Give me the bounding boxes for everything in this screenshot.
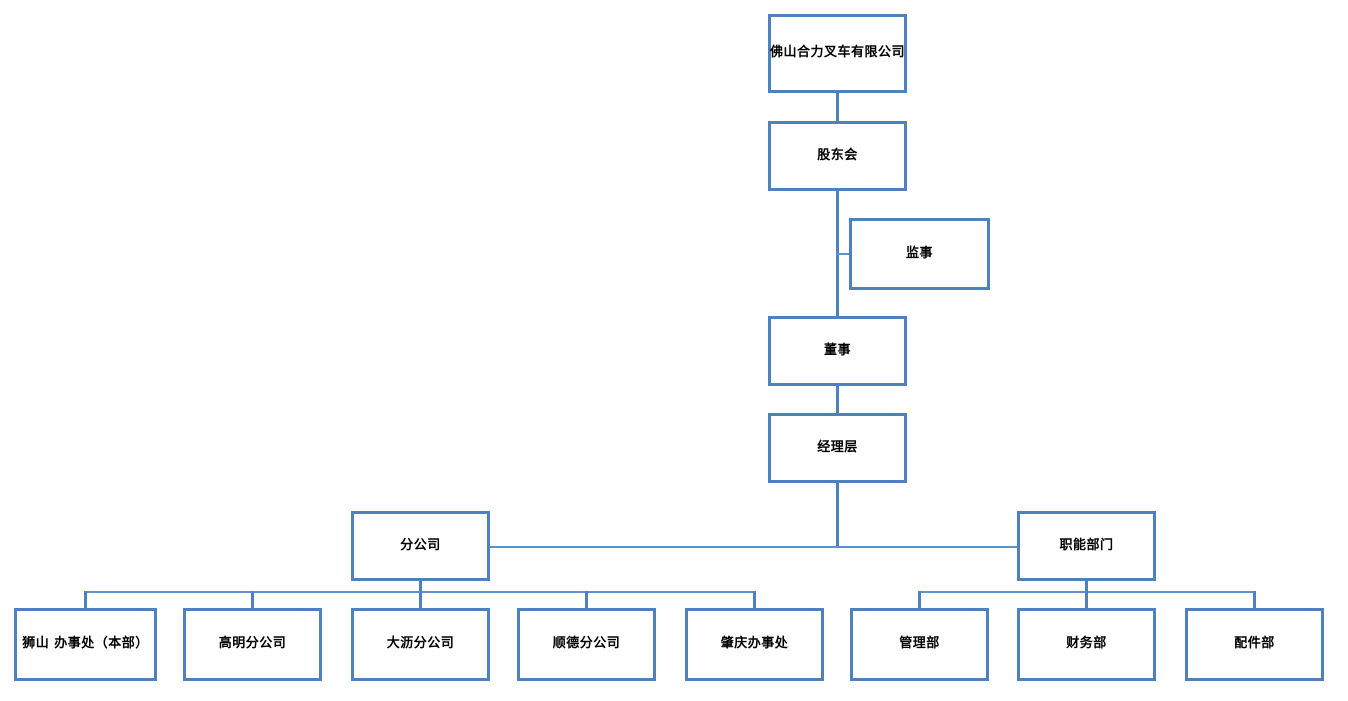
node-management-label: 经理层 <box>817 439 858 455</box>
node-zhaoqing-label: 肇庆办事处 <box>720 636 789 652</box>
connector-branch-to-bus <box>419 581 422 594</box>
node-admin-label: 管理部 <box>899 636 940 652</box>
node-supervisor[interactable]: 监事 <box>849 218 990 290</box>
node-shunde[interactable]: 顺德分公司 <box>517 608 656 681</box>
node-management[interactable]: 经理层 <box>768 413 907 483</box>
node-functional[interactable]: 职能部门 <box>1017 511 1156 581</box>
connector-functional-to-bus <box>1085 581 1088 594</box>
connector-trunk-to-supervisor <box>836 253 852 255</box>
node-branch[interactable]: 分公司 <box>351 511 490 581</box>
node-parts-label: 配件部 <box>1234 636 1275 652</box>
node-supervisor-label: 监事 <box>905 245 933 261</box>
connector-bus-to-shunde <box>585 591 588 608</box>
node-shishan-label: 狮山 办事处（本部） <box>22 636 149 652</box>
node-finance-label: 财务部 <box>1066 636 1107 652</box>
connector-bus-to-dali <box>419 591 422 608</box>
connector-director-to-management <box>836 386 839 413</box>
connector-management-to-level5-bus <box>836 483 839 547</box>
node-director[interactable]: 董事 <box>768 316 907 386</box>
node-functional-label: 职能部门 <box>1059 537 1114 553</box>
connector-bus-to-finance <box>1085 591 1088 608</box>
node-dali[interactable]: 大沥分公司 <box>351 608 490 681</box>
node-dali-label: 大沥分公司 <box>386 636 455 652</box>
connector-bus-to-admin <box>918 591 921 608</box>
node-shishan[interactable]: 狮山 办事处（本部） <box>14 608 157 681</box>
node-branch-label: 分公司 <box>400 537 441 553</box>
node-shareholders[interactable]: 股东会 <box>768 121 907 191</box>
node-zhaoqing[interactable]: 肇庆办事处 <box>685 608 824 681</box>
node-shareholders-label: 股东会 <box>817 147 858 163</box>
node-company[interactable]: 佛山合力叉车有限公司 <box>768 14 907 93</box>
node-parts[interactable]: 配件部 <box>1185 608 1324 681</box>
node-shunde-label: 顺德分公司 <box>552 636 621 652</box>
connector-level5-horizontal-bus <box>489 546 1018 548</box>
node-director-label: 董事 <box>823 342 851 358</box>
node-finance[interactable]: 财务部 <box>1017 608 1156 681</box>
node-admin[interactable]: 管理部 <box>850 608 989 681</box>
connector-bus-to-gaoming <box>251 591 254 608</box>
node-gaoming[interactable]: 高明分公司 <box>183 608 322 681</box>
connector-bus-to-shishan <box>84 591 87 608</box>
connector-bus-to-zhaoqing <box>753 591 756 608</box>
connector-bus-to-parts <box>1253 591 1256 608</box>
connector-company-to-shareholders <box>836 93 839 121</box>
node-company-label: 佛山合力叉车有限公司 <box>770 45 906 61</box>
node-gaoming-label: 高明分公司 <box>218 636 287 652</box>
